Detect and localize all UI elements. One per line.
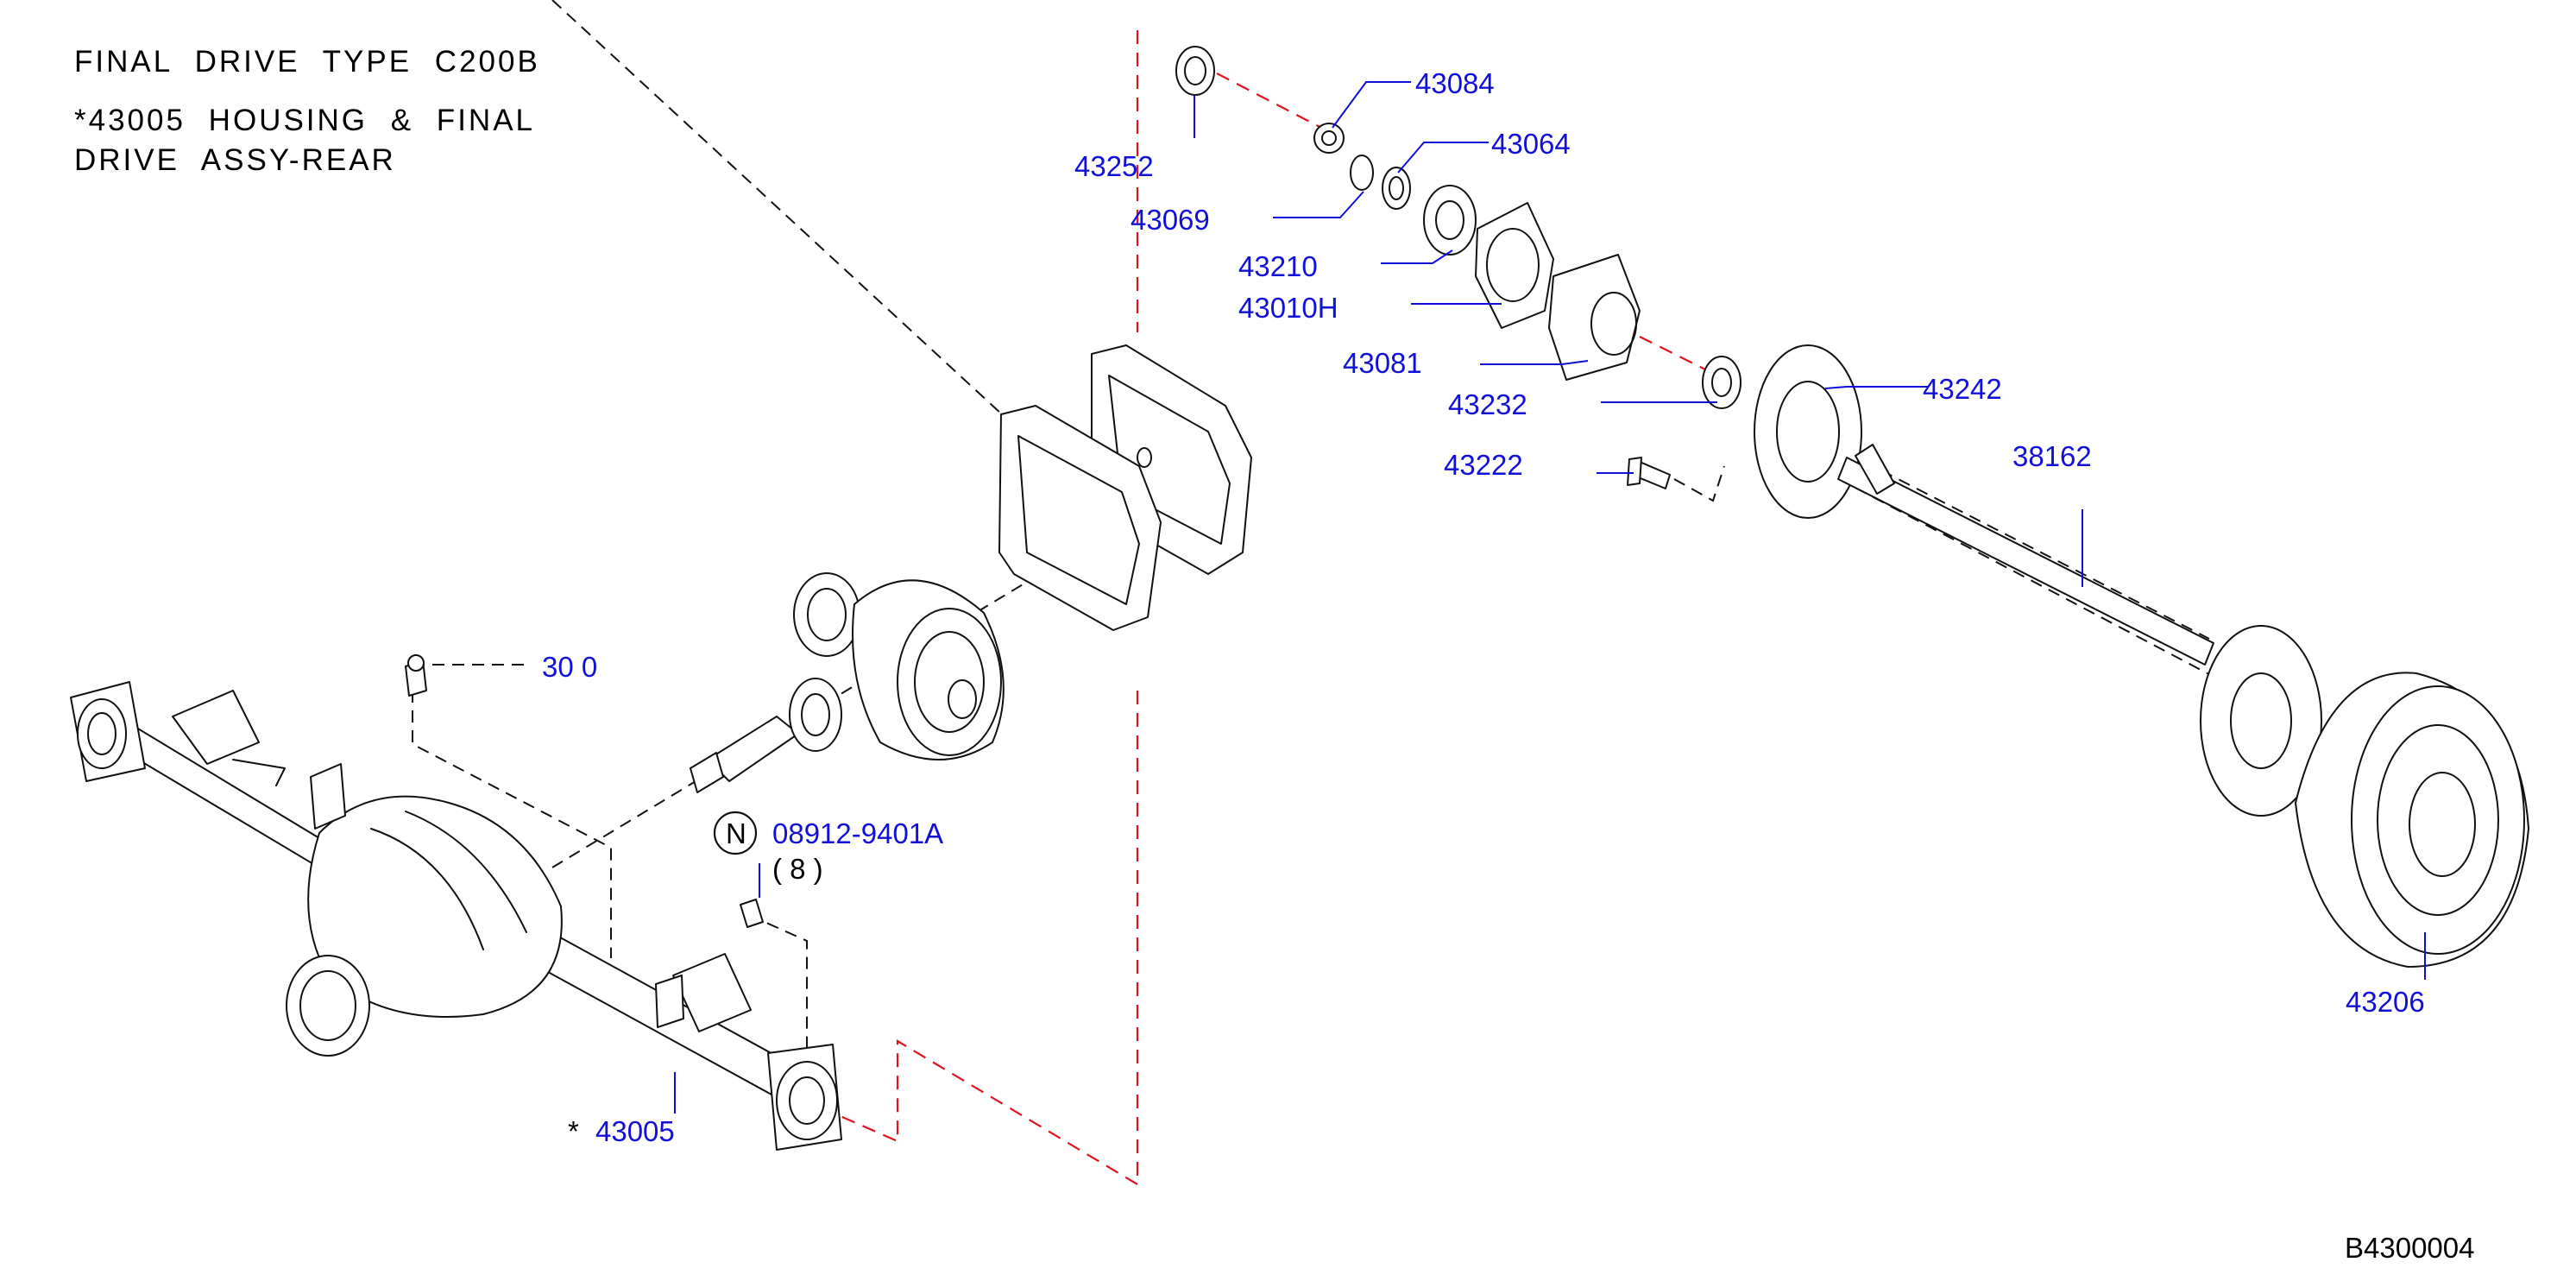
label-43222: 43222 bbox=[1444, 449, 1523, 481]
label-43005: 43005 bbox=[595, 1115, 675, 1147]
label-43064: 43064 bbox=[1491, 128, 1571, 160]
part-number-labels: 43084 43064 43252 43069 43210 43010H 430… bbox=[542, 67, 2425, 1147]
label-08912-9401A: 08912-9401A bbox=[772, 817, 943, 849]
label-43081: 43081 bbox=[1343, 347, 1422, 379]
label-43069: 43069 bbox=[1131, 204, 1210, 236]
oil-seal-43252 bbox=[1175, 46, 1215, 96]
brake-drum-43206 bbox=[2295, 672, 2529, 968]
star-marker: * bbox=[568, 1115, 579, 1147]
retainer-43081 bbox=[1548, 254, 1641, 381]
annotations: * N ( 8 ) B4300004 bbox=[568, 811, 2474, 1264]
n-badge-letter: N bbox=[726, 817, 746, 849]
label-43206: 43206 bbox=[2346, 986, 2425, 1018]
backing-plate-gasket-43242 bbox=[1754, 344, 1862, 519]
label-43084: 43084 bbox=[1415, 67, 1495, 99]
bearing-43210 bbox=[1423, 185, 1477, 256]
label-43232: 43232 bbox=[1448, 388, 1527, 420]
diagram-title: FINAL DRIVE TYPE C200B bbox=[74, 45, 540, 79]
breather-and-nut bbox=[405, 654, 764, 928]
assembly-note-line-1: *43005 HOUSING & FINAL bbox=[74, 104, 535, 137]
axle-shaft-38162 bbox=[1837, 444, 2322, 817]
bearing-43232 bbox=[1702, 356, 1741, 409]
spacer-43064 bbox=[1382, 167, 1411, 210]
leader-lines bbox=[674, 81, 2426, 1114]
assembly-note-line-2: DRIVE ASSY-REAR bbox=[74, 143, 396, 177]
axle-housing bbox=[70, 681, 842, 1151]
washer-43069 bbox=[1350, 155, 1374, 191]
label-38162: 38162 bbox=[2012, 440, 2092, 472]
bolt-43222 bbox=[1627, 457, 1671, 489]
bearing-retainer-43010H bbox=[1475, 202, 1554, 329]
phantom-boundary-lines bbox=[828, 30, 1710, 1186]
label-43010H: 43010H bbox=[1238, 292, 1338, 324]
quantity-note: ( 8 ) bbox=[772, 853, 823, 885]
rear-cover-and-gasket bbox=[998, 344, 1252, 631]
alignment-lines bbox=[412, 0, 2331, 1053]
label-partial-obscured: 30 0 bbox=[542, 651, 597, 683]
label-43210: 43210 bbox=[1238, 250, 1318, 282]
label-43252: 43252 bbox=[1074, 150, 1154, 182]
lock-washer-43084 bbox=[1313, 123, 1345, 154]
differential-assembly bbox=[690, 572, 1005, 793]
n-badge-circle bbox=[713, 811, 758, 855]
drawing-code: B4300004 bbox=[2345, 1232, 2474, 1264]
label-43242: 43242 bbox=[1923, 373, 2002, 405]
